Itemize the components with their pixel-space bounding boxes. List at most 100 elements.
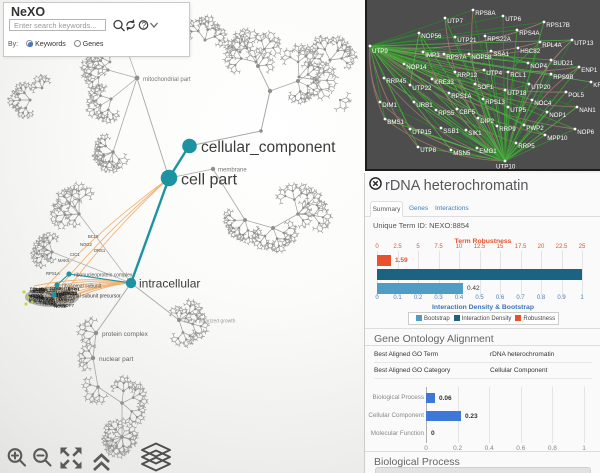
svg-text:RCL1: RCL1 [510, 72, 526, 79]
svg-text:SOF1: SOF1 [477, 84, 494, 91]
svg-text:ribosomal subunit precursor: ribosomal subunit precursor [59, 294, 121, 300]
svg-text:UTP13: UTP13 [29, 293, 43, 298]
svg-text:MPP10: MPP10 [547, 135, 568, 142]
svg-text:SSF1: SSF1 [45, 301, 56, 306]
svg-text:SSA1: SSA1 [493, 51, 509, 58]
svg-text:RPF2: RPF2 [63, 291, 75, 296]
svg-text:NOG2: NOG2 [54, 304, 67, 309]
svg-text:MDN1: MDN1 [43, 298, 56, 303]
svg-text:DIM1: DIM1 [382, 102, 397, 109]
svg-text:BUD21: BUD21 [553, 60, 574, 67]
svg-text:CIC1: CIC1 [70, 252, 80, 257]
svg-text:HSC82: HSC82 [520, 48, 541, 55]
svg-text:RPL4B: RPL4B [30, 287, 44, 292]
svg-text:UTP20: UTP20 [531, 84, 551, 91]
svg-text:ERB1: ERB1 [45, 299, 57, 304]
svg-text:NOP6: NOP6 [577, 129, 594, 136]
svg-text:ribosomal subunit: ribosomal subunit [62, 284, 102, 290]
svg-text:YTM1: YTM1 [68, 287, 80, 292]
svg-text:RPL21A: RPL21A [59, 296, 75, 301]
svg-text:NOP56: NOP56 [50, 292, 65, 297]
svg-text:IMP3: IMP3 [425, 52, 440, 59]
svg-text:RSA4: RSA4 [30, 298, 42, 303]
svg-text:RPL33B: RPL33B [30, 300, 46, 305]
svg-text:?: ? [142, 21, 147, 30]
svg-text:mitochondrial part: mitochondrial part [143, 77, 191, 83]
svg-text:UTP10: UTP10 [496, 164, 516, 170]
svg-text:RRP12: RRP12 [457, 72, 478, 79]
svg-text:UTP15: UTP15 [412, 129, 432, 136]
svg-text:DIP2: DIP2 [480, 118, 494, 125]
svg-text:MAK5: MAK5 [58, 258, 70, 263]
svg-text:RPS4A: RPS4A [519, 30, 540, 37]
svg-text:RPS1A: RPS1A [451, 93, 472, 100]
svg-text:RPL8B: RPL8B [64, 291, 78, 296]
svg-text:RPL25: RPL25 [40, 301, 54, 306]
svg-text:NOG2: NOG2 [80, 242, 93, 247]
svg-text:membrane: membrane [218, 168, 247, 174]
svg-text:RPS5: RPS5 [438, 110, 455, 117]
svg-text:BMS1: BMS1 [387, 119, 404, 126]
svg-text:RPS22A: RPS22A [487, 36, 512, 43]
svg-text:RPS7A: RPS7A [446, 54, 467, 61]
svg-text:EMG1: EMG1 [479, 148, 497, 155]
svg-text:RPL6A: RPL6A [33, 294, 47, 299]
svg-text:BRX1: BRX1 [68, 286, 80, 291]
svg-text:cell part: cell part [181, 172, 238, 189]
svg-text:NOP58: NOP58 [471, 54, 492, 61]
svg-text:NOP14: NOP14 [406, 64, 427, 71]
svg-text:RPS11B: RPS11B [54, 286, 70, 291]
svg-text:NOP7: NOP7 [62, 303, 74, 308]
svg-text:ribonucleoprotein complex: ribonucleoprotein complex [74, 273, 133, 279]
svg-text:ARX1: ARX1 [32, 290, 44, 295]
svg-text:NOP15: NOP15 [33, 287, 48, 292]
svg-text:PUF6: PUF6 [34, 287, 46, 292]
svg-text:RPL35A: RPL35A [30, 289, 46, 294]
svg-text:RRP9: RRP9 [499, 126, 516, 133]
svg-text:NOG1: NOG1 [32, 289, 45, 294]
svg-text:intracellular: intracellular [139, 277, 200, 291]
svg-text:RPL11B: RPL11B [62, 290, 78, 295]
svg-text:NOP1: NOP1 [549, 112, 566, 119]
svg-text:NOP56: NOP56 [421, 33, 442, 40]
svg-text:RPL26B: RPL26B [58, 291, 74, 296]
svg-text:UTP8: UTP8 [420, 147, 436, 154]
svg-text:TIF6: TIF6 [35, 296, 44, 301]
svg-text:SSB1: SSB1 [443, 128, 459, 135]
svg-text:UTP5: UTP5 [510, 107, 526, 114]
svg-text:RPS13: RPS13 [485, 99, 505, 106]
svg-text:RPL16A: RPL16A [28, 294, 44, 299]
svg-text:URB1: URB1 [416, 102, 433, 109]
svg-text:NOC2: NOC2 [49, 302, 62, 307]
svg-text:NOP4: NOP4 [530, 63, 547, 70]
svg-text:BCL5: BCL5 [88, 234, 99, 239]
svg-text:RPL17B: RPL17B [37, 296, 53, 301]
svg-text:CBF5: CBF5 [459, 109, 475, 116]
svg-text:NOC4: NOC4 [534, 100, 552, 107]
svg-text:EBP2: EBP2 [56, 293, 68, 298]
svg-text:MAK16: MAK16 [53, 303, 68, 308]
svg-text:NOP12: NOP12 [29, 298, 44, 303]
svg-text:RPL13A: RPL13A [47, 298, 63, 303]
svg-text:DBP10: DBP10 [60, 298, 74, 303]
svg-text:UTP7: UTP7 [447, 18, 463, 25]
svg-text:RPL7A: RPL7A [51, 293, 65, 298]
svg-text:UTP21: UTP21 [457, 37, 477, 44]
svg-text:RLP7: RLP7 [54, 292, 65, 297]
svg-text:ENP1: ENP1 [581, 67, 598, 74]
svg-text:RRP12: RRP12 [29, 295, 43, 300]
svg-text:UTP18: UTP18 [507, 90, 527, 97]
svg-text:DRS1: DRS1 [94, 248, 106, 253]
svg-text:UTP22: UTP22 [412, 85, 432, 92]
svg-text:MAK21: MAK21 [40, 296, 55, 301]
svg-text:RPL9A: RPL9A [43, 302, 57, 307]
svg-text:RPS8A: RPS8A [475, 10, 496, 17]
svg-text:NAN1: NAN1 [579, 107, 596, 114]
svg-text:PWP2: PWP2 [526, 125, 544, 132]
svg-text:POL5: POL5 [568, 92, 584, 99]
svg-text:RRP5: RRP5 [518, 143, 535, 150]
svg-text:UTP6: UTP6 [505, 16, 521, 23]
svg-text:site of polarized growth: site of polarized growth [184, 319, 236, 325]
svg-text:RIX1: RIX1 [51, 294, 61, 299]
svg-text:RPS9B: RPS9B [553, 74, 573, 81]
